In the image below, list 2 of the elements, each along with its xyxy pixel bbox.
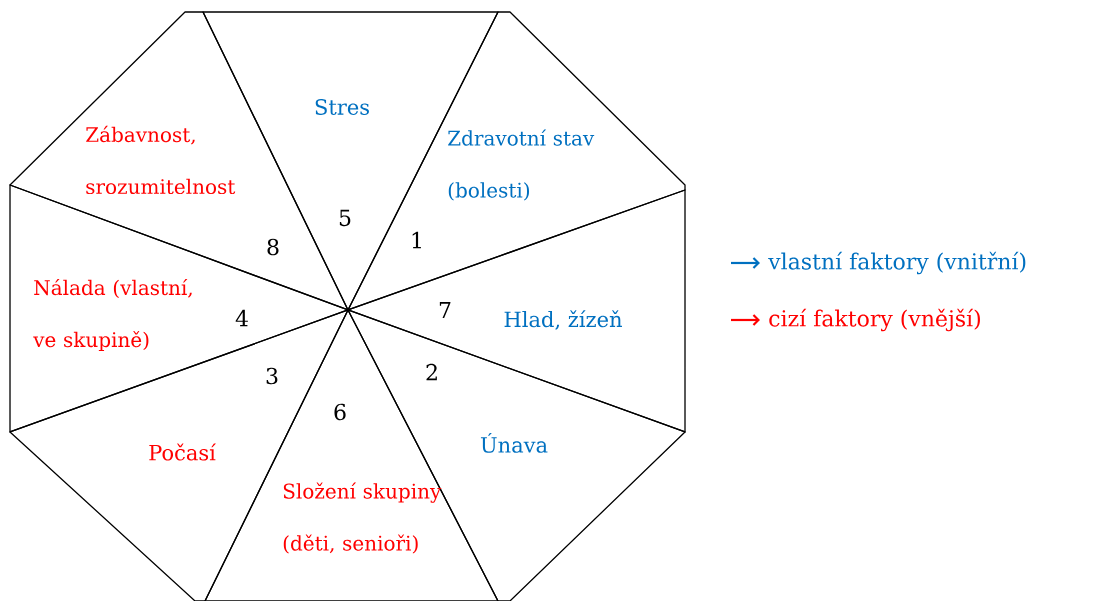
- legend-text: vlastní faktory (vnitřní): [768, 251, 1026, 275]
- legend-text: cizí faktory (vnější): [769, 308, 980, 332]
